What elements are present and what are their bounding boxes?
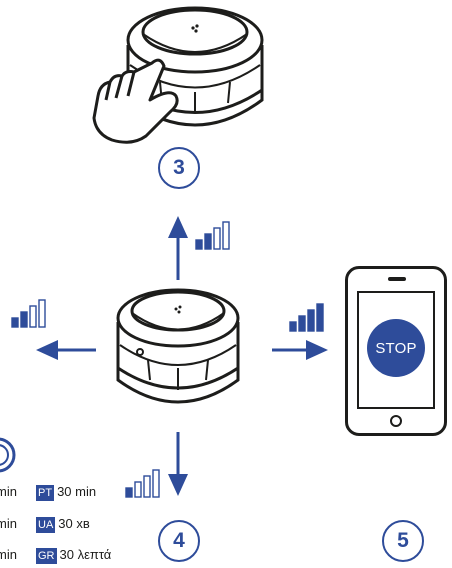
step-4-badge: 4 [158, 520, 200, 562]
duration-text: 30 λεπτά [59, 547, 112, 562]
phone-home-button [390, 415, 402, 427]
step-4-number: 4 [173, 529, 185, 552]
lang-code-badge: GR [36, 548, 57, 564]
duration-left-text: min [0, 516, 17, 531]
phone-screen: STOP [357, 291, 435, 409]
duration-text: 30 хв [58, 516, 90, 531]
lang-code-badge: PT [36, 485, 55, 501]
phone-speaker [388, 277, 406, 281]
smartphone: STOP [345, 266, 447, 436]
stop-button[interactable]: STOP [367, 319, 425, 377]
step-3-badge: 3 [158, 147, 200, 189]
step-3-number: 3 [173, 156, 185, 179]
duration-left-text: min [0, 547, 17, 562]
step-5-badge: 5 [382, 520, 424, 562]
lang-code-badge: UA [36, 517, 56, 533]
duration-row-pt: min [0, 484, 17, 499]
duration-text: 30 min [57, 484, 97, 499]
duration-row-gr: min [0, 547, 17, 562]
step-5-number: 5 [397, 529, 409, 552]
stop-button-label: STOP [375, 339, 417, 357]
duration-row-ua: min [0, 516, 17, 531]
duration-left-text: min [0, 484, 17, 499]
